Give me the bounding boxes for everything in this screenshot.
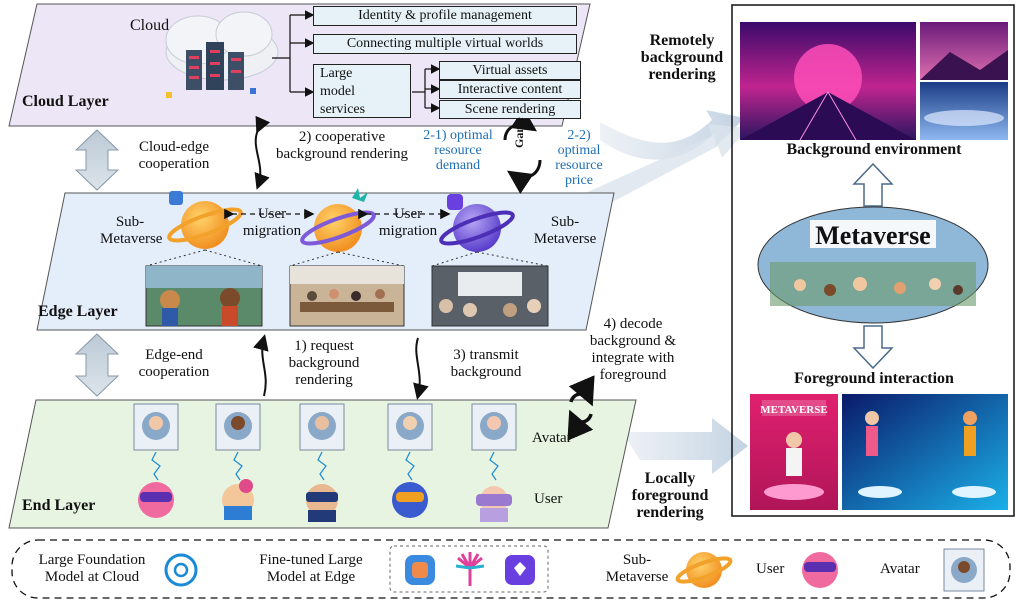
sub-metaverse-right-label: Sub- Metaverse [533,214,597,247]
cloud-layer-label: Cloud Layer [22,93,109,110]
step2-2-label: 2-2) optimal resource price [555,128,603,188]
edge-layer-label: Edge Layer [38,303,118,320]
local-rendering-arrow [622,418,748,474]
step1-label: 1) request background rendering [288,338,360,388]
avatar-cards [133,403,517,451]
edge-end-cooperation-label: Edge-end cooperation [138,347,210,380]
edge-scene-right [431,265,549,327]
step3-arrow [413,337,429,400]
metaverse-label: Metaverse [815,221,931,250]
legend-finetuned-box [389,545,549,593]
cloud-edge-double-arrow [74,129,120,191]
edge-to-background-arrow [570,124,748,214]
end-user-label: User [534,491,563,507]
service-connecting-worlds: Connecting multiple virtual worlds [313,34,577,54]
local-rendering-label: Locally foreground rendering [631,470,709,521]
right-panel-frame [731,4,1015,517]
end-avatar-label: Avatar [532,430,572,446]
cloud-edge-cooperation-label: Cloud-edge cooperation [138,139,210,172]
background-arrow-up [852,162,894,207]
cloud-title: Cloud [130,17,170,34]
avatar-user-links [151,451,499,481]
foreground-interaction-label: Foreground interaction [794,370,954,387]
metaverse-poster-text: METAVERSE [760,404,828,416]
decode-sync-icon [567,375,595,441]
foreground-image-right [842,394,1008,510]
large-model-services: Large model services [313,64,411,118]
legend-model-icon [505,555,535,585]
foreground-arrow-down [852,325,894,370]
legend-finetuned-label: Fine-tuned Large Model at Edge [259,552,363,585]
legend-copilot-icon [405,555,435,585]
edge-scene-middle [289,265,405,327]
legend-avatar-icon [943,548,985,592]
user-migration-left-label: User migration [242,206,302,239]
sub-service-scene-rendering: Scene rendering [439,100,581,119]
remote-rendering-label: Remotely background rendering [640,32,724,83]
edge-scene-left [145,265,263,327]
foreground-image-left [750,394,838,510]
sub-metaverse-left-label: Sub- Metaverse [100,214,163,247]
legend-foundation-icon [164,553,198,587]
remote-rendering-arrow [600,110,745,160]
step4-label: 4) decode background & integrate with fo… [589,316,677,383]
legend-sub-metaverse-label: Sub- Metaverse [605,552,669,585]
step2-1-label: 2-1) optimal resource demand [423,128,493,173]
legend-user-label: User [756,561,785,577]
background-env-image-bottom [920,82,1008,140]
sub-service-virtual-assets: Virtual assets [439,61,581,80]
service-identity: Identity & profile management [313,6,577,26]
step3-label: 3) transmit background [450,347,522,380]
edge-end-double-arrow [74,333,120,397]
game-cycle-icon [503,108,542,194]
user-icons [138,479,512,522]
legend-palm-icon [455,552,485,586]
game-label: Game [512,117,526,148]
legend-frame [11,539,1011,599]
legend-avatar-label: Avatar [880,561,920,577]
background-env-image-top [920,22,1008,80]
sub-service-interactive-content: Interactive content [439,80,581,99]
step1-arrow [253,334,269,397]
end-layer-label: End Layer [22,497,96,514]
background-environment-label: Background environment [786,141,962,158]
user-migration-right-label: User migration [378,206,438,239]
step2-label: 2) cooperative background rendering [275,129,409,162]
legend-sub-metaverse-icon [675,552,733,588]
cloud-server-icon [165,11,279,98]
legend-user-icon [802,552,838,588]
large-model-services-label: Large model services [320,66,366,117]
background-env-main-image [740,22,916,141]
step2-arrow [254,115,271,190]
sub-metaverse-planet-right [439,194,515,252]
metaverse-ellipse [757,206,989,324]
legend-foundation-label: Large Foundation Model at Cloud [38,552,146,585]
